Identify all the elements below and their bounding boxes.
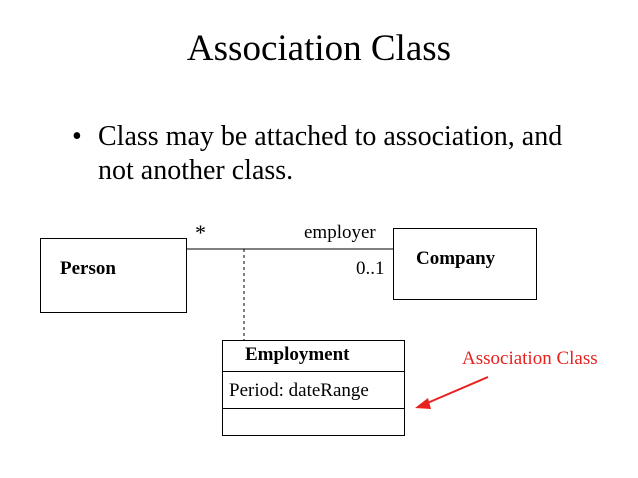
callout-arrow-line [424,376,489,405]
callout-arrowhead [415,398,431,409]
bullet-text: Class may be attached to association, an… [98,121,563,186]
person-multiplicity: * [195,220,206,245]
employer-role-label: employer [304,222,376,243]
employment-class-box [222,340,405,436]
employment-attr-divider [222,408,405,409]
person-class-name: Person [60,258,116,279]
association-class-callout: Association Class [462,348,598,369]
employment-attribute: Period: dateRange [229,380,369,401]
bullet-dot: • [72,121,82,152]
slide-title: Association Class [186,28,452,69]
company-multiplicity: 0..1 [356,258,385,279]
person-class-box [40,238,187,313]
employment-name-divider [222,371,405,372]
company-class-name: Company [416,248,496,269]
company-class-box [393,228,537,300]
employment-class-name: Employment [245,344,350,365]
